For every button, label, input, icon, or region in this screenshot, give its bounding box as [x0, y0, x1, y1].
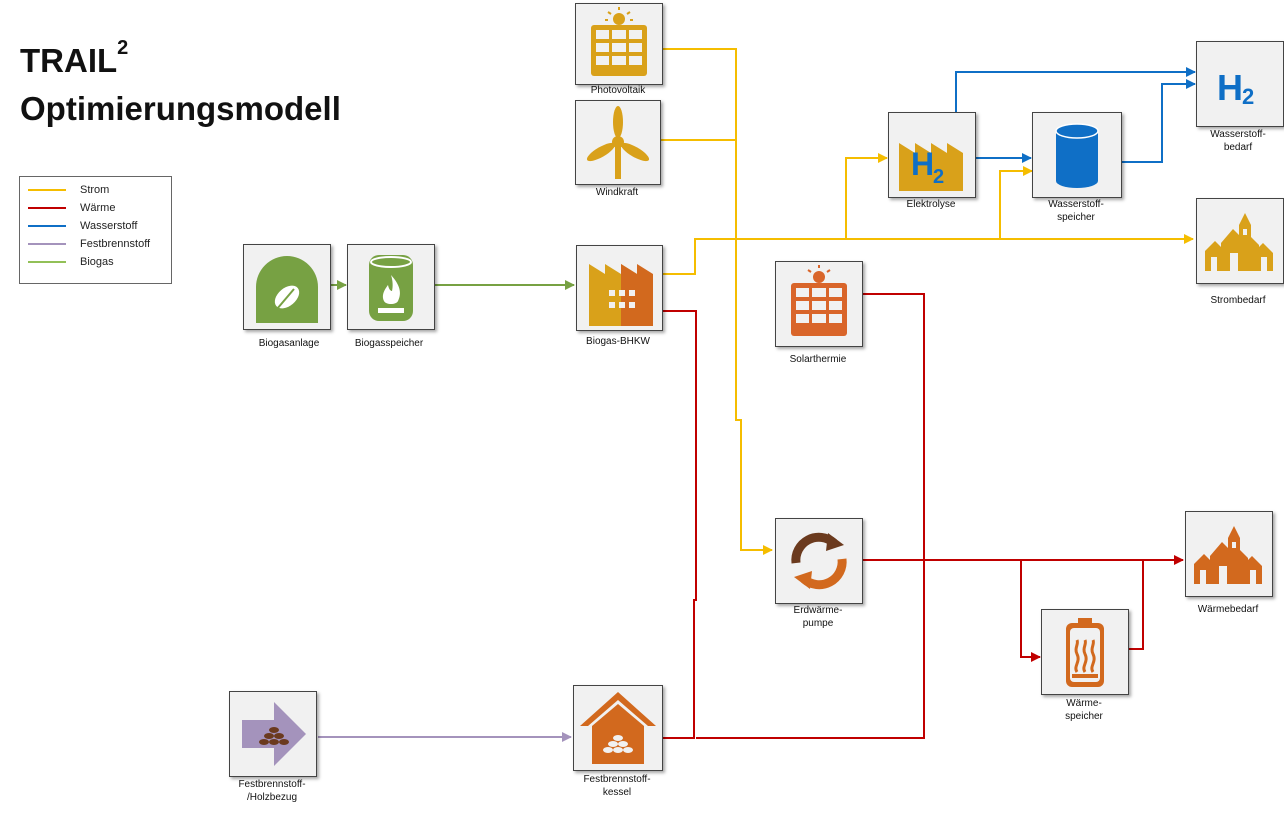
svg-text:2: 2 [933, 166, 944, 188]
label-solarthermie: Solarthermie [789, 354, 847, 365]
node-windkraft[interactable] [575, 100, 661, 185]
pellet-arrow-icon [242, 702, 306, 766]
label-strombedarf: Strombedarf [1210, 295, 1266, 306]
legend-item-festbrennstoff: Festbrennstoff [28, 236, 150, 252]
strom-line-pv [660, 48, 773, 555]
h2-line-direct [955, 67, 1196, 112]
legend-label: Biogas [80, 256, 114, 268]
node-biogasspeicher[interactable] [347, 244, 435, 330]
heat-line-solar [696, 293, 925, 739]
title-superscript: 2 [117, 37, 129, 59]
node-festbrennstoffkessel[interactable] [573, 685, 663, 771]
node-waermespeicher[interactable] [1041, 609, 1129, 695]
label-photovoltaik: Photovoltaik [590, 85, 646, 96]
village-icon [1194, 526, 1262, 584]
diagram-title: TRAIL2 Optimierungsmodell [20, 30, 341, 133]
cycle-arrows-icon [791, 532, 847, 590]
node-wasserstoffspeicher[interactable] [1032, 112, 1122, 198]
h2-icon: H 2 [1217, 67, 1254, 109]
label-wasserstoffspeicher: Wasserstoff- speicher [1048, 199, 1104, 223]
svg-text:H: H [1217, 67, 1243, 108]
flame-tank-icon [369, 255, 413, 321]
label-wasserstoffbedarf: Wasserstoff- bedarf [1210, 129, 1266, 153]
node-biogas-bhkw[interactable] [576, 245, 663, 331]
cylinder-tank-icon [1055, 123, 1099, 188]
node-solarthermie[interactable] [775, 261, 863, 347]
legend-swatch [28, 261, 66, 263]
title-main: TRAIL [20, 42, 118, 79]
node-wasserstoffbedarf[interactable]: H 2 [1196, 41, 1284, 127]
node-biogasanlage[interactable] [243, 244, 331, 330]
pellet-house-icon [580, 692, 656, 764]
legend-item-waerme: Wärme [28, 200, 115, 216]
legend-item-strom: Strom [28, 182, 109, 198]
node-photovoltaik[interactable] [575, 3, 663, 85]
legend-swatch [28, 225, 66, 227]
heat-line-to-speicher [1020, 560, 1041, 662]
legend-swatch [28, 207, 66, 209]
legend-label: Strom [80, 184, 110, 196]
svg-text:2: 2 [1242, 84, 1254, 109]
legend-label: Wärme [80, 202, 116, 214]
solar-thermal-icon [791, 265, 847, 336]
label-festbrennstoff-bezug: Festbrennstoff- /Holzbezug [238, 779, 306, 803]
factory-icon [589, 264, 653, 326]
node-erdwaermepumpe[interactable] [775, 518, 863, 604]
h2-line-from-speicher [1121, 79, 1196, 163]
solar-panel-icon [591, 7, 647, 76]
label-elektrolyse: Elektrolyse [906, 199, 956, 210]
h2-factory-icon: H 2 [899, 143, 963, 191]
leaf-icon [256, 256, 318, 323]
node-festbrennstoff-bezug[interactable] [229, 691, 317, 777]
village-icon [1205, 213, 1273, 271]
legend-label: Festbrennstoff [80, 238, 151, 250]
label-biogas-bhkw: Biogas-BHKW [586, 336, 650, 347]
heat-line-from-speicher [1128, 560, 1144, 650]
label-waermespeicher: Wärme- speicher [1065, 698, 1103, 722]
legend-item-biogas: Biogas [28, 254, 114, 270]
strom-line-elektrolyse [845, 153, 888, 239]
node-strombedarf[interactable] [1196, 198, 1284, 284]
label-waermebedarf: Wärmebedarf [1197, 604, 1259, 615]
label-biogasanlage: Biogasanlage [258, 338, 320, 349]
wind-turbine-icon [586, 106, 650, 179]
label-windkraft: Windkraft [595, 187, 639, 198]
node-elektrolyse[interactable]: H 2 [888, 112, 976, 198]
legend-swatch [28, 243, 66, 245]
legend-label: Wasserstoff [80, 220, 138, 232]
legend: Strom Wärme Wasserstoff Festbrennstoff B… [19, 176, 172, 284]
svg-text:H: H [911, 146, 934, 182]
label-biogasspeicher: Biogasspeicher [354, 338, 424, 349]
strom-line-bhkw [662, 234, 1194, 275]
strom-line-speicher [999, 166, 1033, 239]
node-waermebedarf[interactable] [1185, 511, 1273, 597]
heat-battery-icon [1066, 618, 1104, 687]
heat-line-bhkw [662, 310, 697, 739]
label-festbrennstoffkessel: Festbrennstoff- kessel [583, 774, 651, 798]
label-erdwaermepumpe: Erdwärme- pumpe [793, 605, 843, 629]
legend-swatch [28, 189, 66, 191]
title-subtitle: Optimierungsmodell [20, 90, 341, 127]
legend-item-wasserstoff: Wasserstoff [28, 218, 137, 234]
